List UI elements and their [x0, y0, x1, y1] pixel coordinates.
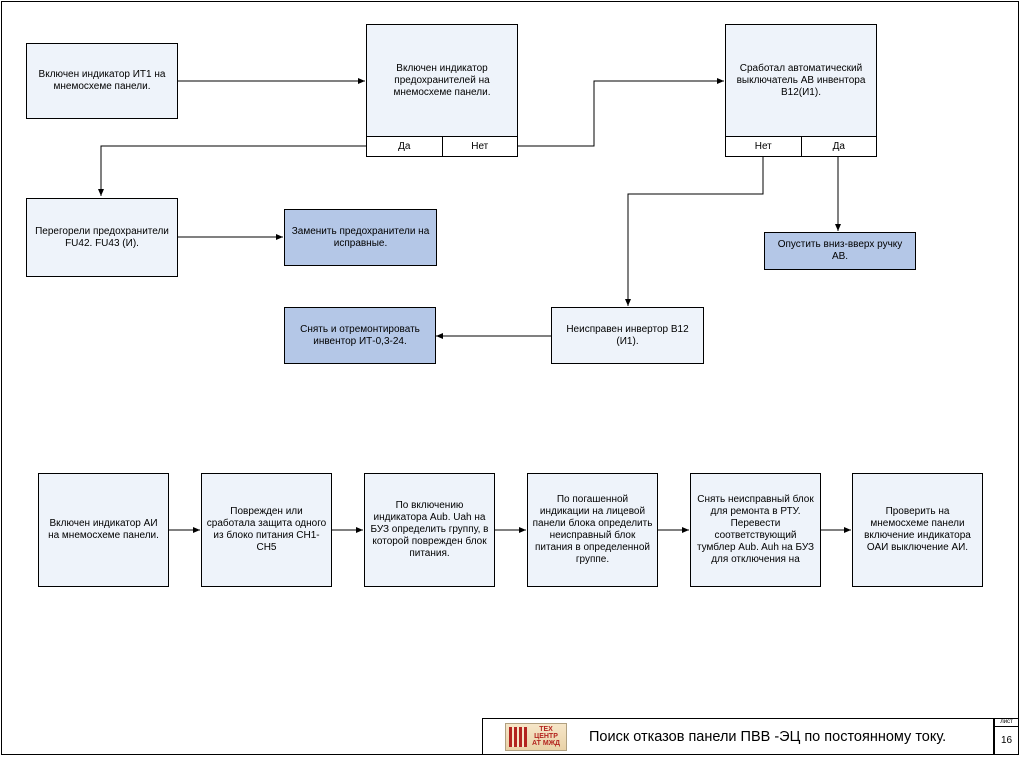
repair-inverter-box: Снять и отремонтировать инвентор ИТ-0,3-… — [284, 307, 436, 364]
arrow-fuse-yes — [98, 145, 366, 196]
bottom-step-5: Снять неисправный блок для ремонта в РТУ… — [690, 473, 821, 587]
bottom-step-text: По включению индикатора Aub. Uah на БУЗ … — [370, 500, 489, 559]
toggle-breaker-text: Опустить вниз-вверх ручку АВ. — [777, 239, 903, 262]
arrow-fuse-no — [517, 78, 724, 147]
breaker-decision: Сработал автоматический выключатель АВ и… — [725, 24, 877, 157]
fuse-indicator-decision: Включен индикатор предохранителей на мне… — [366, 24, 518, 157]
tech-center-logo: ТЕХ ЦЕНТР АТ МЖД — [505, 722, 567, 751]
fuses-blown-box: Перегорели предохранители FU42. FU43 (И)… — [26, 198, 178, 277]
it1-indicator-text: Включен индикатор ИТ1 на мнемосхеме пане… — [38, 69, 166, 92]
breaker-yes-option: Да — [800, 137, 877, 156]
inverter-faulty-box: Неисправен инвертор В12 (И1). — [551, 307, 704, 364]
fuse-no-option: Нет — [441, 137, 518, 156]
fuses-blown-text: Перегорели предохранители FU42. FU43 (И)… — [35, 225, 169, 249]
it1-indicator-box: Включен индикатор ИТ1 на мнемосхеме пане… — [26, 43, 178, 119]
bottom-step-text: Включен индикатор АИ на мнемосхеме панел… — [48, 518, 159, 541]
document-title: Поиск отказов панели ПВВ -ЭЦ по постоянн… — [589, 728, 947, 745]
logo-text-line: ЦЕНТР — [534, 732, 558, 740]
inverter-faulty-text: Неисправен инвертор В12 (И1). — [566, 323, 689, 347]
fuse-yes-option: Да — [398, 141, 411, 152]
breaker-text: Сработал автоматический выключатель АВ и… — [736, 63, 866, 98]
bottom-step-3: По включению индикатора Aub. Uah на БУЗ … — [364, 473, 495, 587]
toggle-breaker-box: Опустить вниз-вверх ручку АВ. — [764, 232, 916, 270]
bottom-step-text: Проверить на мнемосхеме панели включение… — [864, 506, 971, 553]
logo-text-line: АТ МЖД — [531, 739, 561, 747]
bottom-step-2: Поврежден или сработала защита одного из… — [201, 473, 332, 587]
arrow-breaker-no — [625, 156, 764, 306]
logo-text-line: ТЕХ — [539, 725, 553, 733]
bottom-step-text: Поврежден или сработала защита одного из… — [206, 506, 327, 553]
bottom-step-text: По погашенной индикации на лицевой панел… — [532, 494, 653, 565]
fuse-indicator-text: Включен индикатор предохранителей на мне… — [393, 63, 491, 98]
replace-fuses-text: Заменить предохранители на исправные. — [291, 225, 430, 249]
bottom-step-text: Снять неисправный блок для ремонта в РТУ… — [696, 494, 815, 565]
repair-inverter-text: Снять и отремонтировать инвентор ИТ-0,3-… — [300, 323, 420, 347]
bottom-step-6: Проверить на мнемосхеме панели включение… — [852, 473, 983, 587]
replace-fuses-box: Заменить предохранители на исправные. — [284, 209, 437, 266]
bottom-step-1: Включен индикатор АИ на мнемосхеме панел… — [38, 473, 169, 587]
sheet-number: 16 — [994, 726, 1019, 755]
title-block: ТЕХ ЦЕНТР АТ МЖД Поиск отказов панели ПВ… — [482, 718, 994, 755]
bottom-step-4: По погашенной индикации на лицевой панел… — [527, 473, 658, 587]
breaker-no-option: Нет — [754, 141, 772, 152]
